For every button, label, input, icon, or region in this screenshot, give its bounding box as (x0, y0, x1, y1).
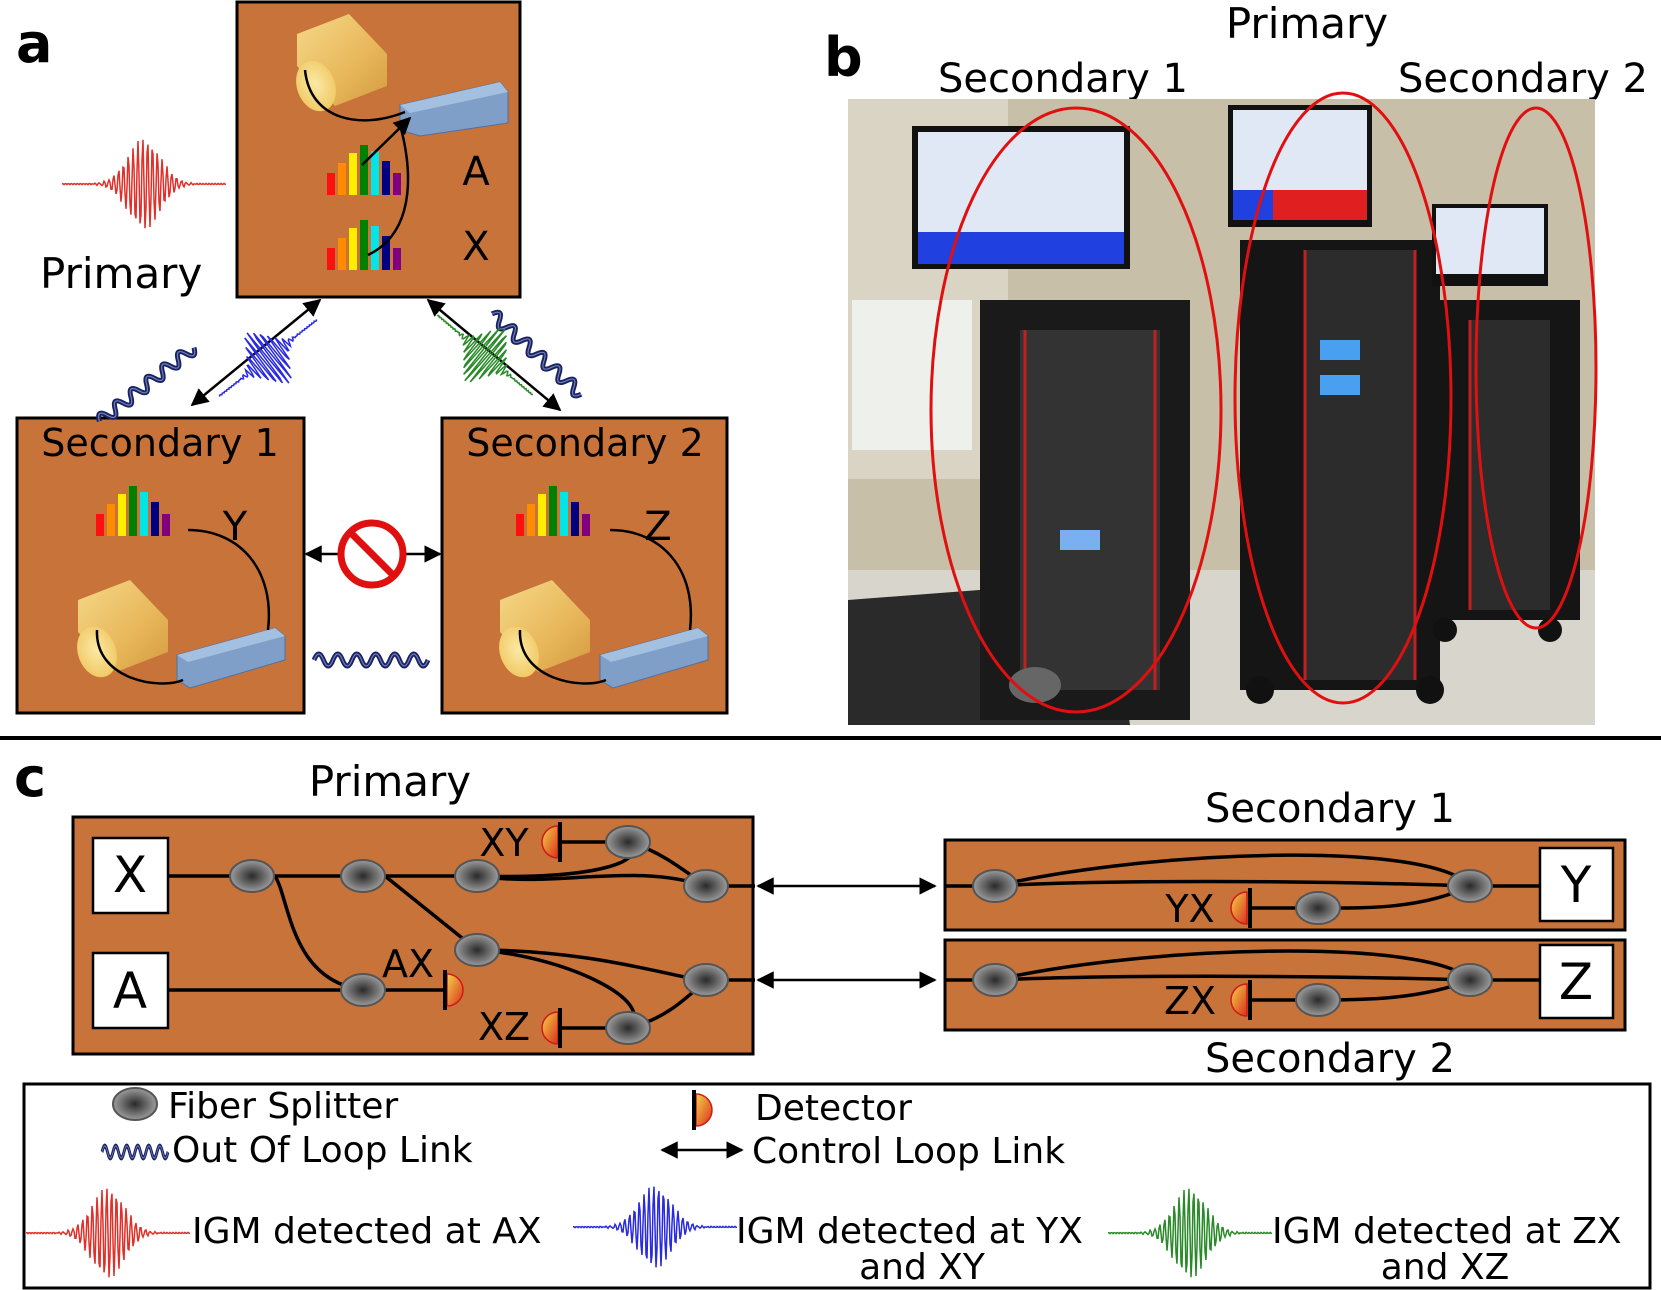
panel-a-label: a (16, 12, 52, 75)
legend-igm-yx-line1: IGM detected at YX (736, 1211, 1083, 1252)
comb-x-label: X (462, 224, 489, 270)
panel-b: b Primary Secondary 1 Secondary 2 (824, 0, 1648, 725)
panel-c-label: c (14, 746, 46, 809)
primary-oval (1233, 91, 1453, 705)
primary-label-c: Primary (309, 757, 471, 806)
detector-icon (692, 1090, 713, 1130)
comb-x-box (91, 836, 170, 915)
detector-zx (1230, 980, 1252, 1020)
det-yx-label: YX (1164, 887, 1214, 931)
no-link-icon (337, 519, 407, 589)
primary-label-b: Primary (1226, 0, 1388, 48)
igm-yx-icon (573, 1186, 737, 1268)
comb-a-label: A (462, 149, 490, 195)
primary-box-c (71, 815, 755, 1056)
secondary1-oval (929, 106, 1223, 714)
panel-c: c Primary X A (14, 746, 1627, 1082)
igm-zx-waveform-a (437, 314, 533, 396)
legend-igm-zx-line1: IGM detected at ZX (1272, 1211, 1622, 1252)
legend-control-loop: Control Loop Link (752, 1131, 1065, 1172)
comb-x-label-c: X (113, 846, 147, 904)
legend-igm-ax: IGM detected at AX (192, 1211, 542, 1252)
secondary2-oval (1474, 106, 1598, 630)
det-xy-label: XY (479, 821, 529, 865)
det-xz-label: XZ (478, 1005, 530, 1049)
det-zx-label: ZX (1164, 979, 1216, 1023)
detector-xz (541, 1008, 562, 1048)
legend-out-of-loop: Out Of Loop Link (172, 1130, 473, 1171)
igm-ax-waveform (62, 139, 226, 229)
detector-ax (443, 970, 464, 1010)
secondary1-label-c: Secondary 1 (1205, 786, 1455, 832)
detector-xy (541, 822, 562, 862)
secondary2-label-b: Secondary 2 (1398, 56, 1648, 102)
comb-z-label: Z (644, 504, 671, 550)
control-loop-link-p-s1 (190, 298, 322, 407)
comb-y-box (1538, 846, 1615, 923)
det-ax-label: AX (382, 942, 434, 986)
comb-z-label-c: Z (1559, 953, 1593, 1011)
legend-detector: Detector (755, 1088, 912, 1129)
legend: Fiber Splitter Out Of Loop Link Detector… (22, 1082, 1652, 1290)
comb-y-label-c: Y (1560, 856, 1592, 914)
fiber-splitters-primary (229, 825, 729, 1045)
secondary2-label-a: Secondary 2 (466, 421, 704, 465)
igm-yx-waveform-a (218, 319, 318, 397)
detector-yx (1230, 888, 1252, 928)
legend-fiber-splitter: Fiber Splitter (168, 1086, 398, 1127)
secondary2-label-c: Secondary 2 (1205, 1036, 1455, 1082)
igm-ax-icon (26, 1188, 190, 1278)
comb-a-label-c: A (113, 962, 147, 1020)
secondary1-label-a: Secondary 1 (41, 421, 279, 465)
legend-igm-yx-line2: and XY (859, 1247, 986, 1288)
out-of-loop-link-p-s1 (96, 343, 198, 426)
fiber-splitter-icon (112, 1087, 158, 1121)
panel-a: a A X Primary Secondary 1 Y Secondary 2 … (15, 0, 729, 715)
legend-box (22, 1082, 1652, 1290)
out-of-loop-link-s1-s2 (314, 654, 428, 666)
panel-b-label: b (824, 26, 863, 89)
igm-zx-icon (1108, 1188, 1272, 1278)
legend-igm-zx-line2: and XZ (1381, 1247, 1510, 1288)
secondary1-label-b: Secondary 1 (938, 56, 1188, 102)
secondary2-box-c (943, 938, 1627, 1032)
primary-label-a: Primary (40, 249, 202, 298)
comb-a-box (91, 951, 170, 1030)
